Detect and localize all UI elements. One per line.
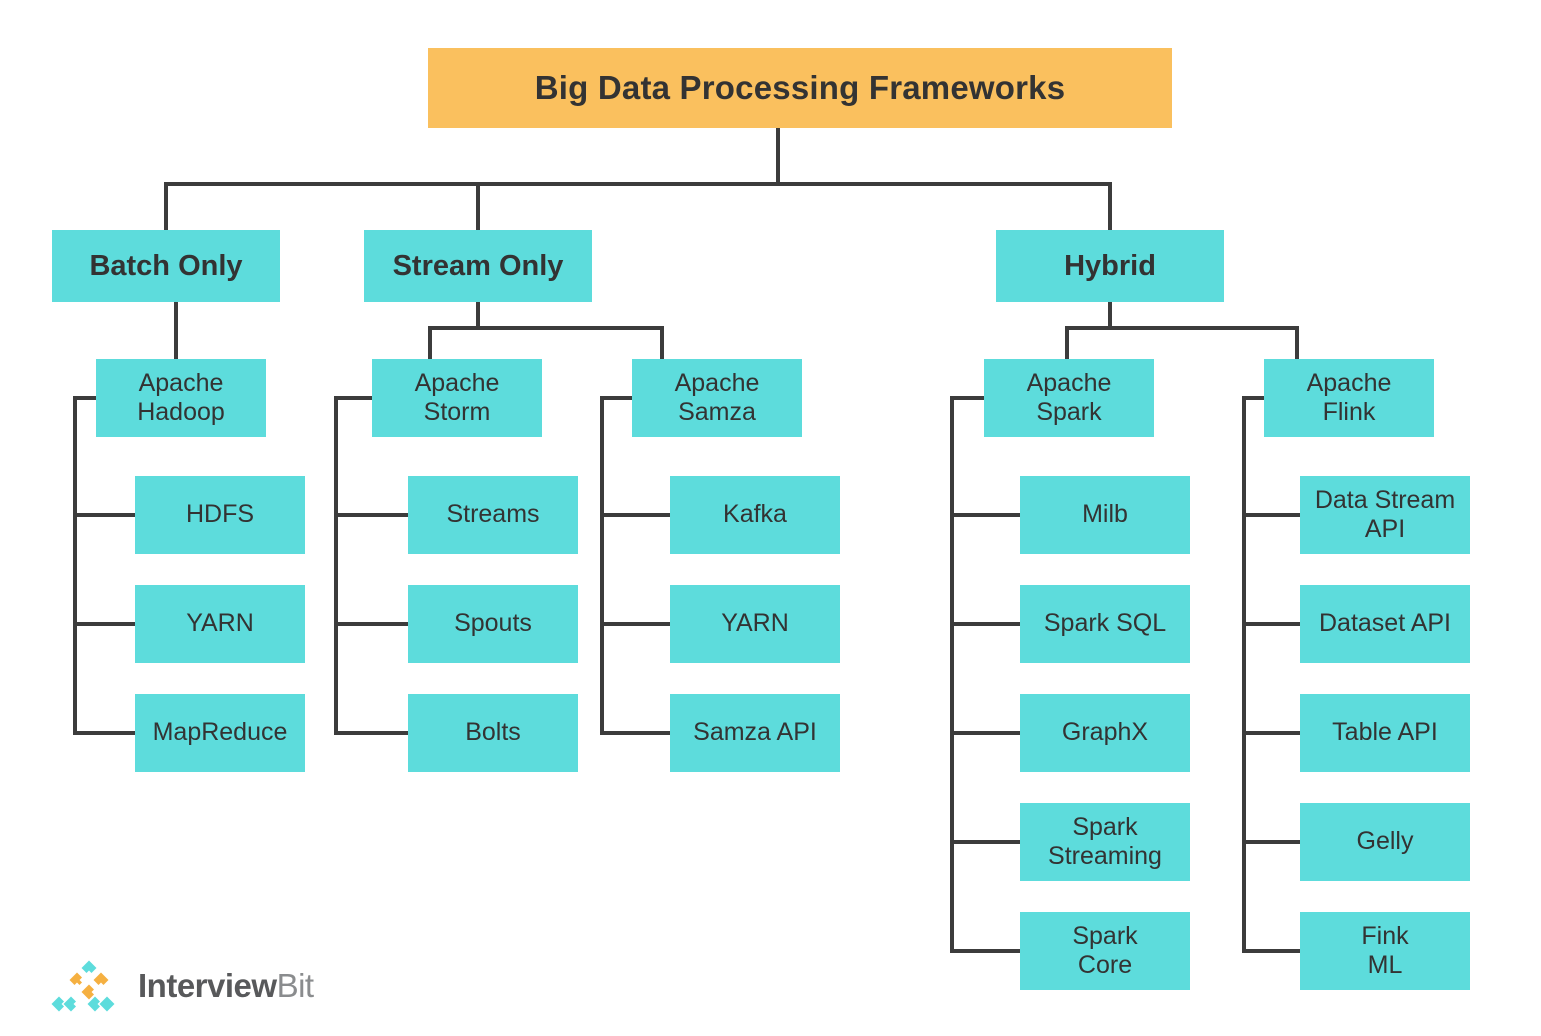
logo-word-bit: Bit xyxy=(276,967,315,1004)
component-node-graphx[interactable]: GraphX xyxy=(1020,694,1190,772)
component-node-spark-streaming[interactable]: Spark Streaming xyxy=(1020,803,1190,881)
component-node-yarn-hadoop[interactable]: YARN xyxy=(135,585,305,663)
component-node-gelly[interactable]: Gelly xyxy=(1300,803,1470,881)
framework-node-apache-spark[interactable]: Apache Spark xyxy=(984,359,1154,437)
component-node-bolts[interactable]: Bolts xyxy=(408,694,578,772)
root-node-big-data-processing-frameworks[interactable]: Big Data Processing Frameworks xyxy=(428,48,1172,128)
component-node-streams[interactable]: Streams xyxy=(408,476,578,554)
component-node-spouts[interactable]: Spouts xyxy=(408,585,578,663)
component-node-data-stream-api[interactable]: Data Stream API xyxy=(1300,476,1470,554)
framework-node-apache-flink[interactable]: Apache Flink xyxy=(1264,359,1434,437)
component-node-spark-core[interactable]: Spark Core xyxy=(1020,912,1190,990)
interviewbit-logo: InterviewBit xyxy=(50,955,314,1017)
category-node-batch-only[interactable]: Batch Only xyxy=(52,230,280,302)
framework-node-apache-storm[interactable]: Apache Storm xyxy=(372,359,542,437)
component-node-table-api[interactable]: Table API xyxy=(1300,694,1470,772)
interviewbit-wordmark: InterviewBit xyxy=(138,967,314,1005)
framework-node-apache-samza[interactable]: Apache Samza xyxy=(632,359,802,437)
component-node-spark-sql[interactable]: Spark SQL xyxy=(1020,585,1190,663)
component-node-fink-ml[interactable]: Fink ML xyxy=(1300,912,1470,990)
component-node-mapreduce[interactable]: MapReduce xyxy=(135,694,305,772)
component-node-dataset-api[interactable]: Dataset API xyxy=(1300,585,1470,663)
component-node-samza-api[interactable]: Samza API xyxy=(670,694,840,772)
framework-node-apache-hadoop[interactable]: Apache Hadoop xyxy=(96,359,266,437)
logo-word-interview: Interview xyxy=(138,967,277,1004)
component-node-milb[interactable]: Milb xyxy=(1020,476,1190,554)
component-node-kafka[interactable]: Kafka xyxy=(670,476,840,554)
component-node-hdfs[interactable]: HDFS xyxy=(135,476,305,554)
category-node-hybrid[interactable]: Hybrid xyxy=(996,230,1224,302)
component-node-yarn-samza[interactable]: YARN xyxy=(670,585,840,663)
interviewbit-logo-mark xyxy=(50,960,123,1012)
category-node-stream-only[interactable]: Stream Only xyxy=(364,230,592,302)
